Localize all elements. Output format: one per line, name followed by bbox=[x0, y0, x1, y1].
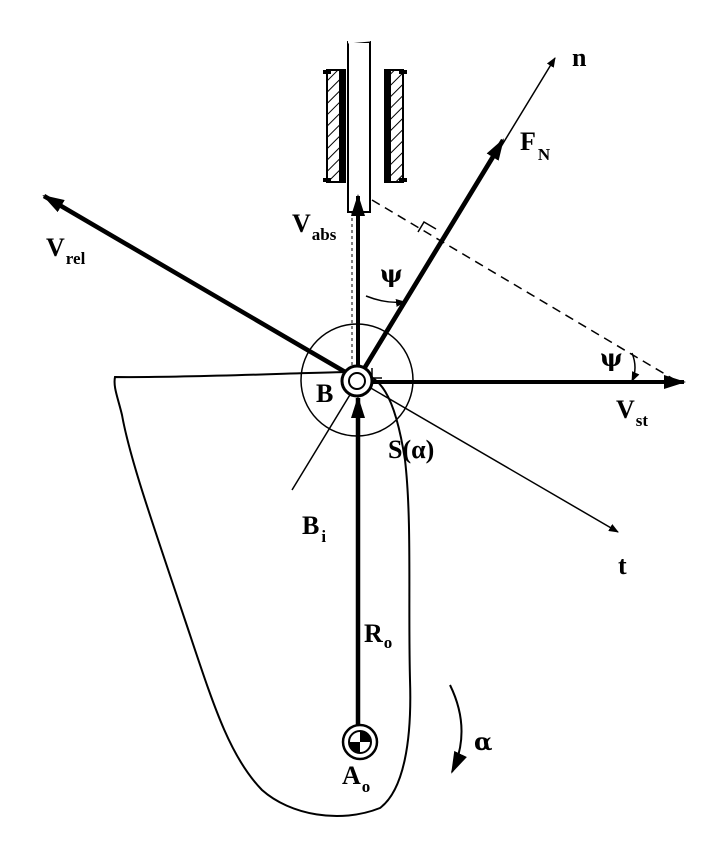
label-vabs: Vabs bbox=[292, 209, 337, 244]
roller-inner bbox=[348, 372, 366, 390]
label-vst: Vst bbox=[616, 395, 648, 430]
alpha-rotation-arrow bbox=[449, 684, 467, 774]
vrel-arrow bbox=[42, 194, 354, 378]
label-psi-upper: ψ bbox=[380, 259, 403, 288]
label-s-alpha: S(α) bbox=[388, 435, 434, 464]
label-ro: Ro bbox=[364, 619, 392, 652]
label-psi-lower: ψ bbox=[600, 343, 623, 372]
label-alpha: α bbox=[474, 727, 492, 756]
guide-bearing-left bbox=[323, 69, 346, 183]
psi-arc-upper bbox=[365, 295, 406, 307]
label-ao: Ao bbox=[342, 761, 370, 796]
pivot-ao-icon bbox=[341, 723, 379, 761]
right-angle-mark bbox=[417, 220, 437, 233]
guide-bearing-right bbox=[384, 69, 407, 183]
follower-rod bbox=[347, 41, 371, 213]
label-b: B bbox=[316, 379, 333, 408]
roller-right-angle bbox=[371, 368, 382, 379]
label-n: n bbox=[572, 43, 587, 72]
psi-arc-lower bbox=[631, 352, 640, 382]
label-t: t bbox=[618, 551, 627, 580]
label-vrel: Vrel bbox=[46, 233, 86, 268]
fn-arrow bbox=[360, 138, 505, 374]
dashed-construction-line bbox=[371, 199, 681, 384]
tangent-line bbox=[356, 379, 619, 533]
